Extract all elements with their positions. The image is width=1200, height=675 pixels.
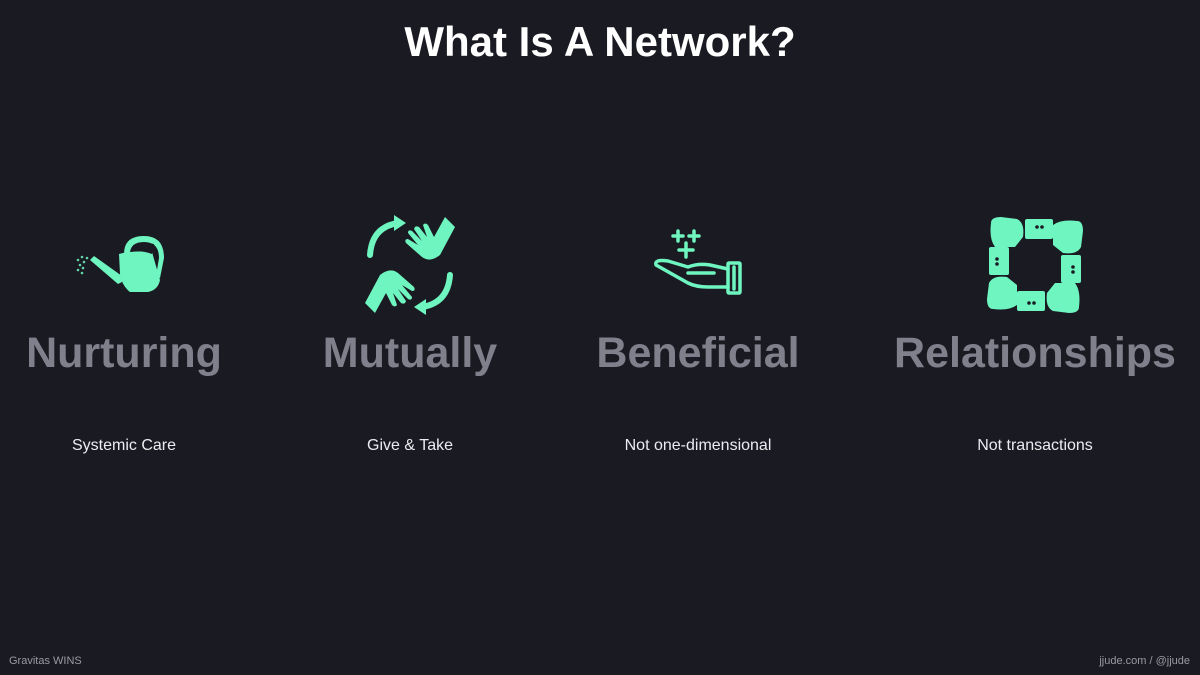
column-beneficial: Beneficial Not one-dimensional bbox=[538, 215, 858, 455]
subtitle: Give & Take bbox=[367, 437, 453, 454]
slide-title: What Is A Network? bbox=[404, 18, 796, 65]
word-label: Relationships bbox=[894, 329, 1176, 377]
column-relationships: Relationships Not transactions bbox=[875, 215, 1195, 455]
footer-right: jjude.com / @jjude bbox=[1099, 655, 1190, 667]
word-label: Nurturing bbox=[26, 329, 222, 377]
footer-left: Gravitas WINS bbox=[9, 655, 82, 667]
subtitle: Systemic Care bbox=[71, 437, 177, 454]
subtitle: Not one-dimensional bbox=[624, 437, 772, 454]
word-label: Mutually bbox=[322, 329, 498, 377]
word-label: Beneficial bbox=[596, 329, 800, 377]
joined-hands-icon bbox=[875, 215, 1195, 315]
watering-can-icon bbox=[0, 215, 284, 315]
subtitle: Not transactions bbox=[977, 437, 1093, 454]
exchange-hands-icon bbox=[250, 215, 570, 315]
hand-with-plus-icon bbox=[538, 215, 858, 315]
column-nurturing: Nurturing Systemic Care bbox=[0, 215, 284, 455]
column-mutually: Mutually Give & Take bbox=[250, 215, 570, 455]
